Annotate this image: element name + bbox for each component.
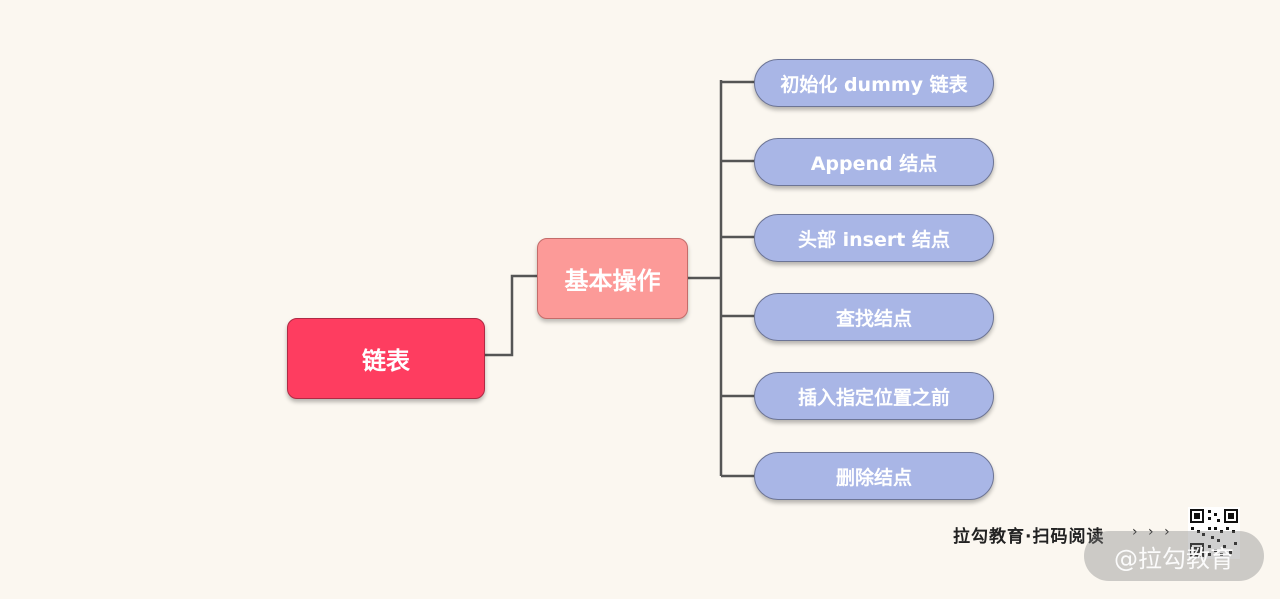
leaf-node-find: 查找结点	[754, 293, 994, 341]
footer-arrows: › › ›	[1132, 524, 1173, 540]
root-to-branch-connector	[485, 274, 538, 357]
watermark-badge: @拉勾教育	[1084, 531, 1264, 581]
leaf-node-append: Append 结点	[754, 138, 994, 186]
branch-node-basic-operations: 基本操作	[537, 238, 688, 319]
footer-scan-to-read-text: 拉勾教育·扫码阅读	[953, 527, 1105, 547]
root-node-linked-list: 链表	[287, 318, 485, 399]
leaf-node-insert-before: 插入指定位置之前	[754, 372, 994, 420]
leaf-node-init-dummy: 初始化 dummy 链表	[754, 59, 994, 107]
leaf-node-delete: 删除结点	[754, 452, 994, 500]
leaf-node-head-insert: 头部 insert 结点	[754, 214, 994, 262]
qr-code-icon[interactable]	[1188, 507, 1240, 559]
